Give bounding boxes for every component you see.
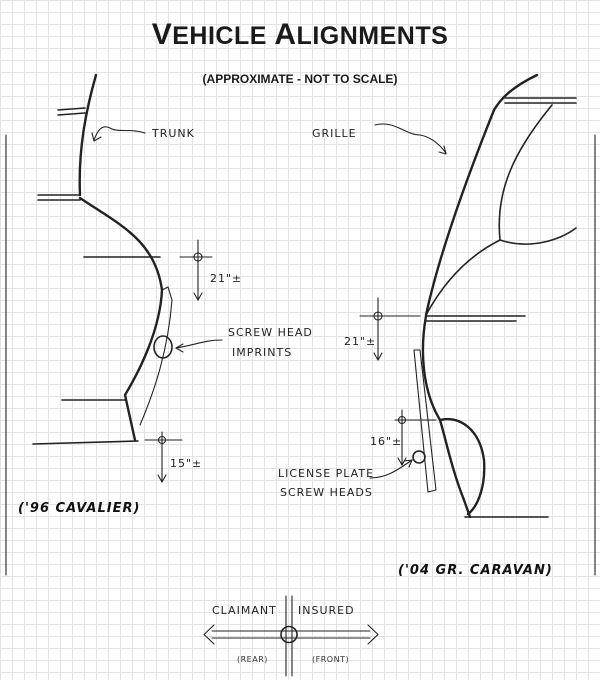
caravan-fender-line [425,239,501,316]
trunk-pointer-arrowhead [91,132,102,142]
license-screw-label-line2: SCREW HEADS [280,486,373,499]
cavalier-height-dot-upper [193,252,203,262]
grille-pointer-arrow [374,123,447,154]
legend-rear-label: (REAR) [237,655,268,664]
screw-imprint-pointer-arrow [175,339,223,349]
cavalier-lower-height-label: 15"± [170,457,202,470]
caravan-hood-profile [424,73,539,317]
cavalier-vehicle-label: ('96 CAVALIER) [18,501,140,516]
grille-label: GRILLE [312,127,357,140]
cavalier-trunk-lid-line-2 [57,112,86,116]
license-screw-pointer-arrowhead [403,459,413,468]
direction-legend: CLAIMANT INSURED (REAR) (FRONT) [203,595,379,677]
cavalier-trunk-lid-line [57,107,86,111]
cavalier-screw-imprint-circle [153,335,173,359]
caravan-height-arrow-upper [373,352,383,361]
cavalier-rear-profile [78,196,164,442]
legend-center-circle [280,625,298,644]
grille-pointer-arrowhead [438,145,447,155]
license-screw-pointer-arrow [369,459,413,479]
title-word-alignments: LIGNMENTS [296,22,449,50]
cavalier-height-arrow-upper [193,292,203,301]
trunk-label: TRUNK [151,127,195,140]
caravan-height-dot-lower [397,415,407,425]
cavalier-upper-height-label: 21"± [210,272,242,285]
legend-arrowhead-left [203,624,215,645]
cavalier-height-arrow-lower [157,474,167,483]
license-screw-label-line1: LICENSE PLATE [278,467,374,480]
trunk-pointer-arrow [93,126,146,141]
cavalier-trunk-profile [78,73,98,197]
legend-claimant-label: CLAIMANT [212,604,277,617]
caravan-plate-screw-circle [412,450,426,464]
caravan-plate-face [413,349,437,493]
title-initial-a: A [274,18,297,51]
caravan-front-outline [359,73,577,519]
caravan-front-profile [421,314,472,519]
cavalier-height-dot-lower [157,435,167,445]
legend-arrowhead-right [367,624,379,645]
screw-imprint-label-line2: IMPRINTS [232,346,292,359]
cavalier-ground-line [32,440,139,445]
caravan-windshield-line [498,104,577,245]
title-word-vehicle: EHICLE [172,22,267,50]
legend-insured-label: INSURED [298,604,355,617]
page-title: VEHICLE ALIGNMENTS [0,18,600,52]
legend-front-label: (FRONT) [312,655,349,664]
caravan-height-arrow-lower [397,457,407,466]
title-initial-v: V [151,18,173,51]
caravan-height-dot-upper [373,311,383,321]
page-subtitle: (APPROXIMATE - NOT TO SCALE) [202,72,398,86]
caravan-upper-height-label: 21"± [344,335,376,348]
cavalier-rear-outline [32,73,213,483]
screw-imprint-label-line1: SCREW HEAD [228,326,313,339]
caravan-wheel-arch [438,417,486,516]
caravan-lower-height-label: 16"± [370,435,402,448]
screw-imprint-pointer-arrowhead [175,343,184,353]
caravan-vehicle-label: ('04 GR. CARAVAN) [398,563,553,578]
